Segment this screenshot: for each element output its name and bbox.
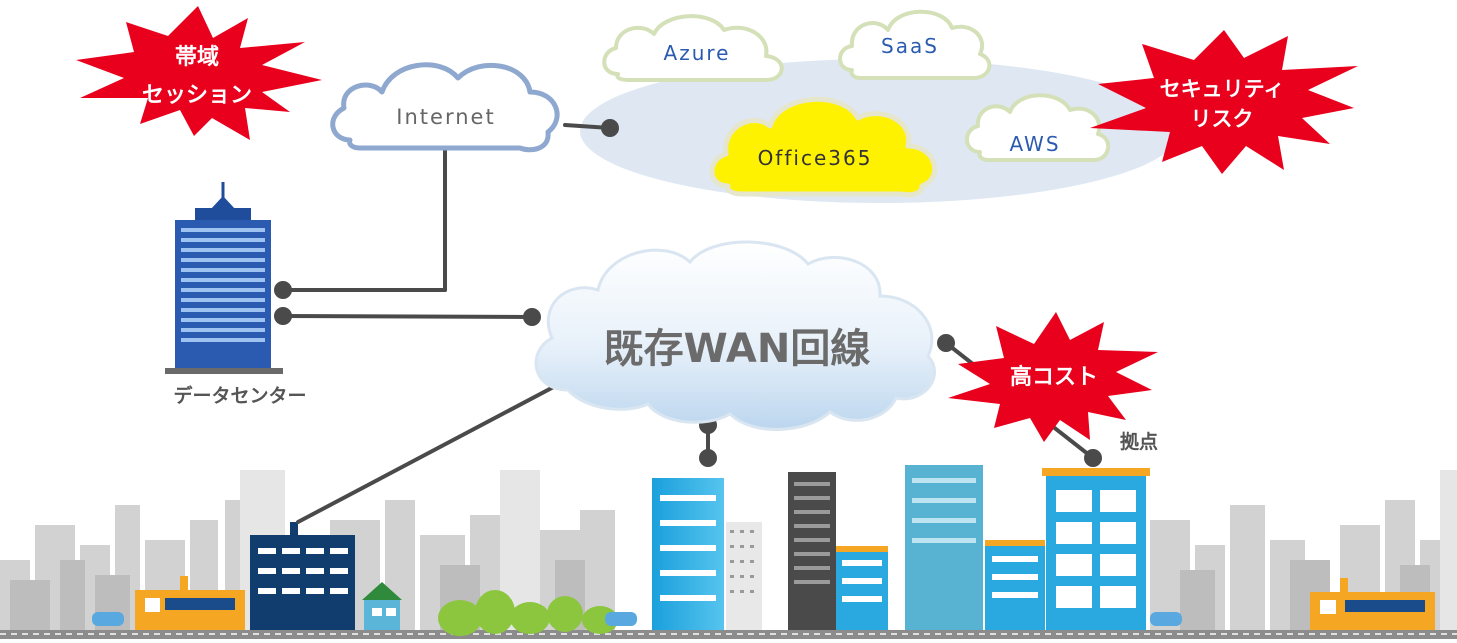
azure-label: Azure <box>664 41 731 65</box>
branch-building <box>1042 468 1150 630</box>
wan-label: 既存WAN回線 <box>604 326 871 372</box>
ground <box>0 630 1457 639</box>
blue-building-center <box>652 478 724 630</box>
office365-cloud: Office365 <box>709 96 938 198</box>
security-label-line1: セキュリティ <box>1160 77 1285 101</box>
teal-building <box>905 465 983 630</box>
green-house <box>362 582 402 630</box>
security-risk-burst: セキュリティ リスク <box>1090 30 1358 174</box>
blue-building-small <box>836 546 888 630</box>
bandwidth-session-burst: 帯域 セッション <box>76 6 322 140</box>
wan-cloud: 既存WAN回線 <box>534 240 936 431</box>
aws-cloud: AWS <box>965 93 1110 162</box>
dark-tower <box>788 472 836 630</box>
high-cost-label: 高コスト <box>1010 364 1098 390</box>
security-label-line2: リスク <box>1191 107 1254 131</box>
datacenter-label: データセンター <box>173 384 306 407</box>
internet-label: Internet <box>396 105 495 129</box>
high-cost-burst: 高コスト <box>948 312 1158 442</box>
orange-building-left <box>135 576 245 630</box>
dotted-building <box>726 522 762 630</box>
cars <box>92 612 1182 626</box>
bandwidth-label-line2: セッション <box>142 83 252 108</box>
saas-cloud: SaaS <box>838 9 992 80</box>
orange-building-right <box>1310 578 1435 630</box>
office365-label: Office365 <box>758 146 873 170</box>
blue-building-mid <box>985 540 1045 630</box>
saas-label: SaaS <box>881 34 939 58</box>
aws-label: AWS <box>1009 132 1060 156</box>
bandwidth-label-line1: 帯域 <box>175 44 219 70</box>
branch-building-dark <box>250 522 355 630</box>
azure-cloud: Azure <box>602 14 784 82</box>
internet-cloud: Internet <box>330 62 560 153</box>
branch-label: 拠点 <box>1120 430 1158 453</box>
datacenter-building <box>165 182 283 374</box>
